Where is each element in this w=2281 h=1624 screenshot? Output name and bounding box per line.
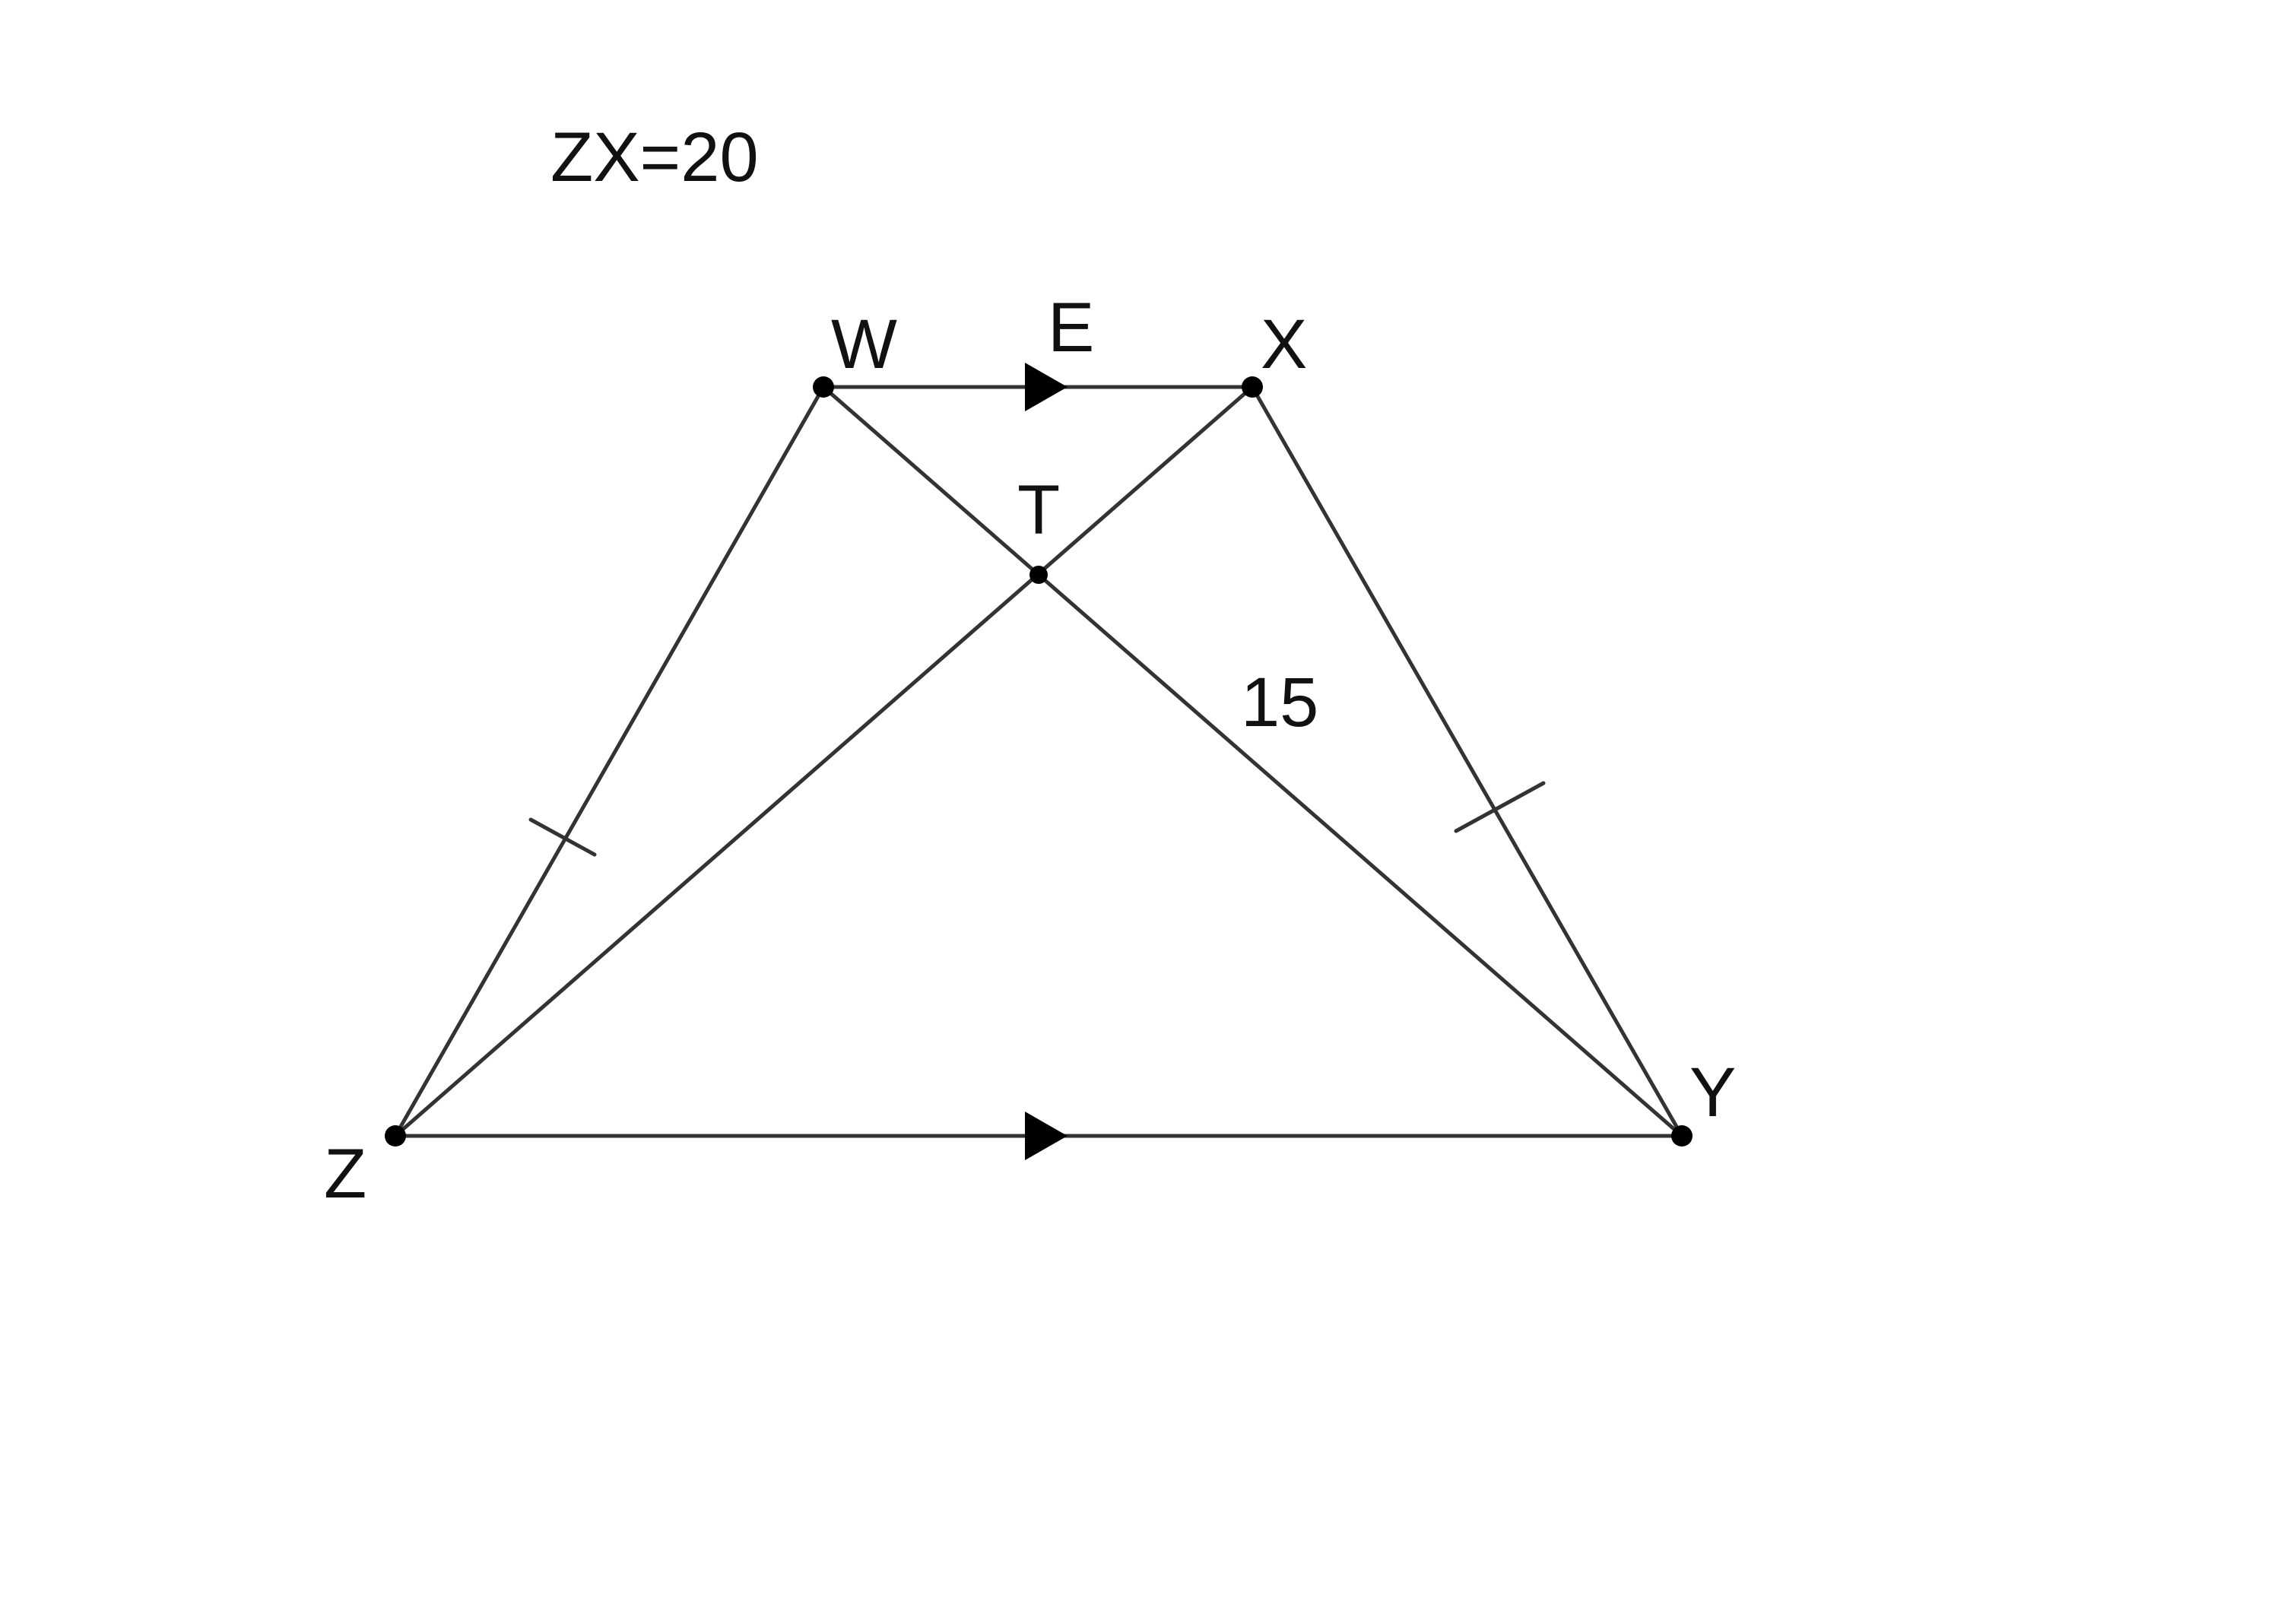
diagonal-zx xyxy=(393,385,1255,1138)
parallel-arrow-zy xyxy=(1025,1112,1068,1160)
label-t: T xyxy=(1017,471,1060,549)
label-x: X xyxy=(1261,306,1307,383)
congruence-tick-wz xyxy=(528,817,597,857)
congruence-tick-xy xyxy=(1454,781,1546,833)
length-label-ty: 15 xyxy=(1241,664,1318,741)
point-z xyxy=(385,1125,406,1147)
label-w: W xyxy=(831,306,897,383)
segment-wz xyxy=(393,385,826,1138)
label-e: E xyxy=(1048,289,1094,366)
label-z: Z xyxy=(324,1135,366,1213)
point-w xyxy=(813,376,834,398)
label-y: Y xyxy=(1689,1054,1736,1131)
point-x xyxy=(1242,376,1263,398)
point-y xyxy=(1671,1125,1693,1147)
diagonal-wy xyxy=(821,385,1684,1138)
parallel-arrow-wx xyxy=(1025,363,1068,411)
segment-xy xyxy=(1250,385,1684,1138)
point-t xyxy=(1029,566,1048,584)
given-statement: ZX=20 xyxy=(550,119,759,196)
